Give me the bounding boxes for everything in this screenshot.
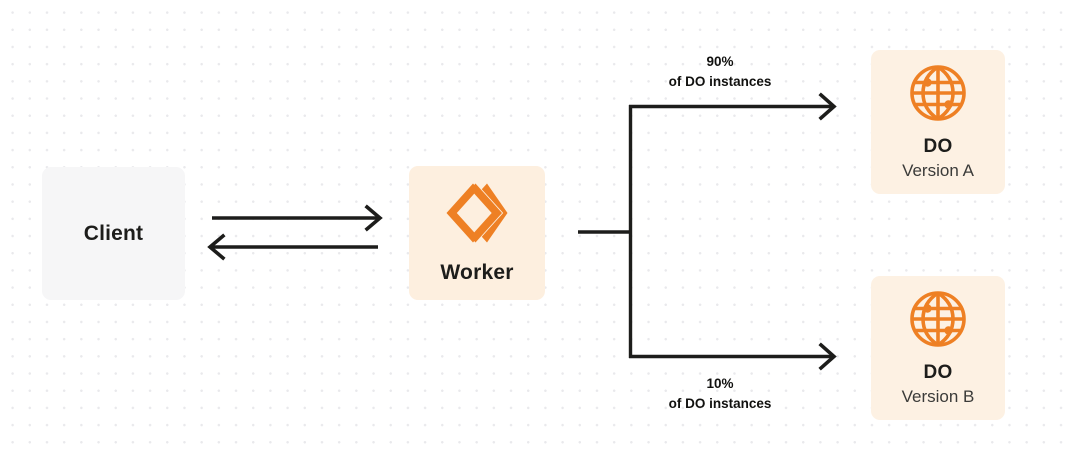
node-do-b-label: DO (923, 361, 953, 383)
globe-node-dot-lower (944, 325, 953, 335)
cloudflare-workers-chevron-icon (445, 182, 509, 244)
node-do-b-version: Version B (901, 386, 975, 406)
arrow-worker-to-client-head (207, 233, 226, 261)
edge-label-do-b-caption: of DO instances (668, 395, 772, 411)
edge-label-do-a: 90% of DO instances (632, 52, 808, 91)
globe-node-dot-upper (923, 303, 932, 313)
node-client[interactable]: Client (42, 167, 185, 300)
globe-node-dot-lower (944, 99, 953, 109)
edge-label-do-b: 10% of DO instances (632, 374, 808, 413)
node-do-a-label: DO (923, 135, 953, 157)
arrow-to-do-a-head (818, 92, 837, 121)
arrow-to-do-b-head (818, 342, 837, 371)
globe-node-dot-upper (923, 77, 932, 87)
node-worker[interactable]: Worker (409, 166, 545, 300)
edge-label-do-a-percent: 90% (706, 54, 734, 69)
globe-icon (909, 64, 967, 122)
edge-label-do-b-percent: 10% (706, 376, 734, 391)
node-do-version-b[interactable]: DO Version B (871, 276, 1005, 420)
arrow-client-to-worker-head (364, 204, 383, 232)
node-worker-label: Worker (440, 260, 514, 284)
node-do-a-version: Version A (902, 160, 974, 180)
node-do-version-a[interactable]: DO Version A (871, 50, 1005, 194)
node-client-label: Client (83, 221, 144, 245)
edge-label-do-a-caption: of DO instances (668, 73, 772, 89)
globe-icon (909, 290, 967, 348)
